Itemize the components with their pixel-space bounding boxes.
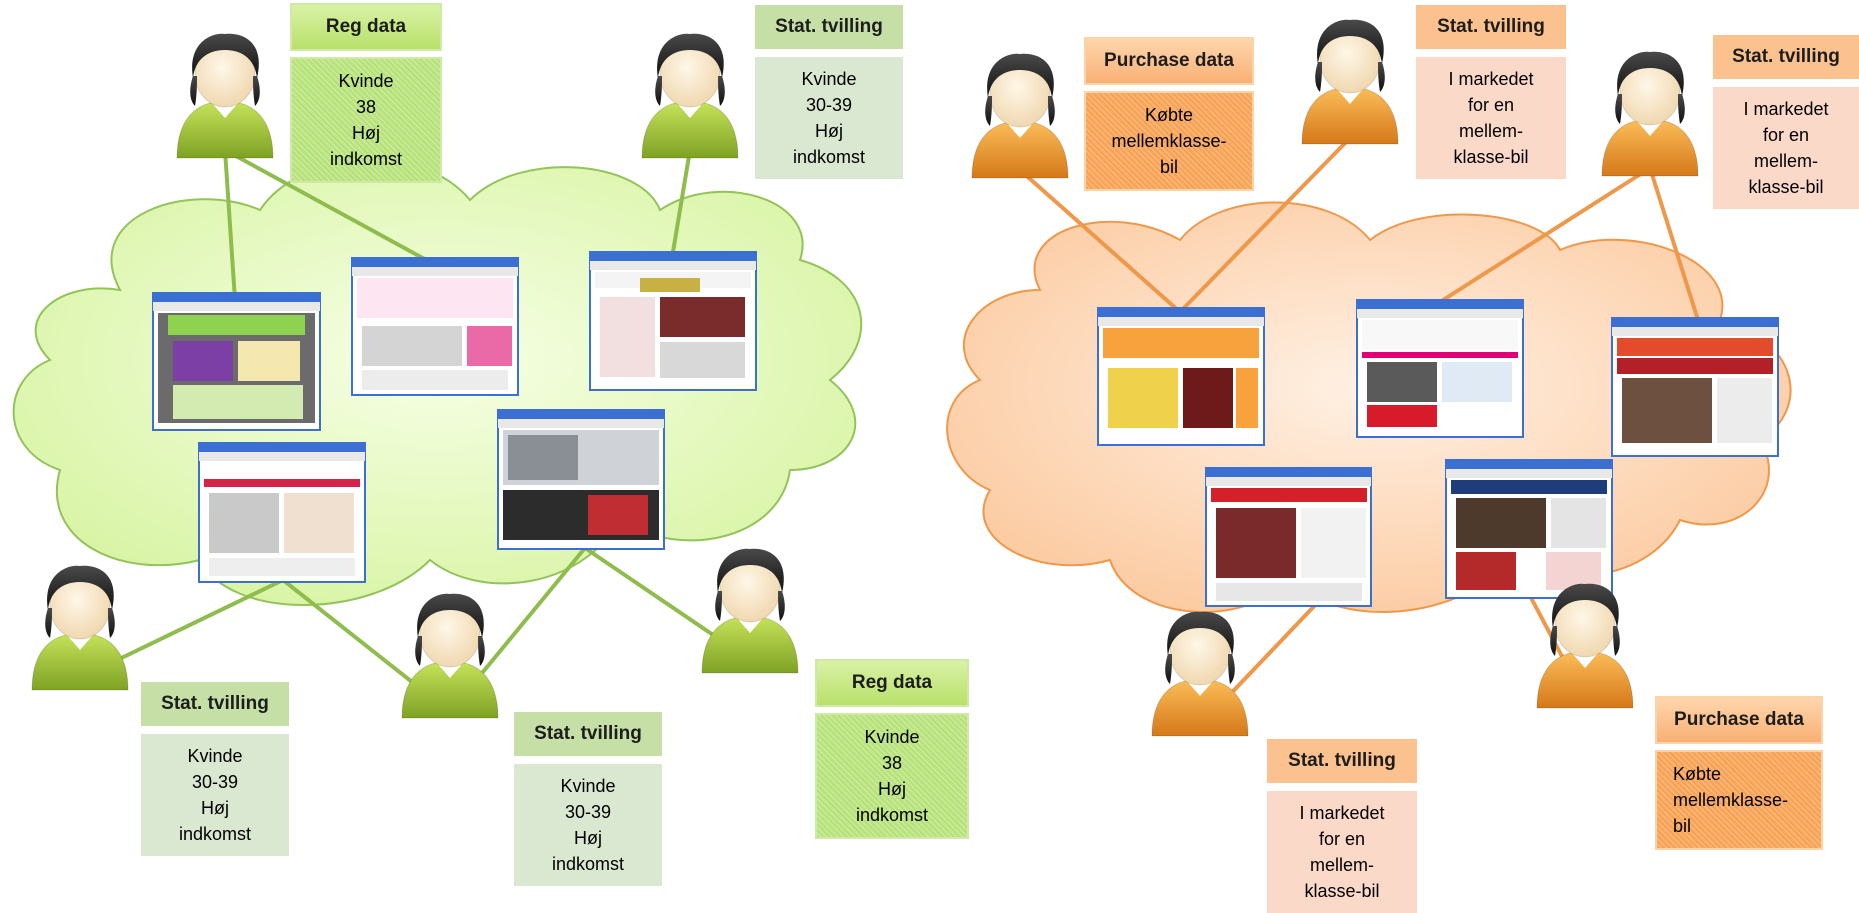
label-line: Kvinde bbox=[187, 746, 243, 766]
website-thumbnails-right bbox=[1097, 299, 1779, 607]
website-thumbnail bbox=[1356, 299, 1524, 438]
website-thumbnail bbox=[351, 257, 519, 396]
website-thumbnails-left bbox=[152, 251, 757, 583]
label-body: Kvinde 30-39 Høj indkomst bbox=[514, 764, 662, 886]
person-icon bbox=[31, 565, 129, 691]
persons bbox=[31, 19, 1699, 737]
label-line: indkomst bbox=[329, 149, 403, 169]
website-thumbnail bbox=[589, 251, 757, 391]
label-line: Købte bbox=[1144, 105, 1194, 125]
label-line: Høj bbox=[815, 121, 843, 141]
person-icon bbox=[1601, 51, 1699, 177]
label-line: I markedet bbox=[1743, 99, 1829, 119]
label-purchase-data: Purchase data Købte mellemklasse- bil bbox=[1655, 696, 1823, 850]
label-title: Stat. tvilling bbox=[141, 682, 289, 726]
label-line: for en bbox=[1467, 95, 1515, 115]
label-title: Stat. tvilling bbox=[1267, 739, 1417, 783]
label-body: I markedet for en mellem- klasse-bil bbox=[1416, 57, 1566, 179]
website-thumbnail bbox=[497, 409, 665, 550]
person-icon bbox=[641, 33, 739, 159]
label-line: indkomst bbox=[855, 805, 929, 825]
label-body: Kvinde 38 Høj indkomst bbox=[290, 57, 442, 183]
label-line: 30-39 bbox=[805, 95, 853, 115]
label-line: indkomst bbox=[551, 854, 625, 874]
label-line: indkomst bbox=[792, 147, 866, 167]
label-title: Purchase data bbox=[1084, 37, 1254, 85]
website-thumbnail bbox=[1097, 307, 1265, 446]
label-line: indkomst bbox=[178, 824, 252, 844]
label-line: for en bbox=[1762, 125, 1810, 145]
label-line: klasse-bil bbox=[1453, 147, 1529, 167]
label-line: Høj bbox=[878, 779, 906, 799]
label-body: Købte mellemklasse- bil bbox=[1655, 750, 1823, 850]
label-title: Stat. tvilling bbox=[1713, 35, 1859, 79]
label-reg-data: Reg data Kvinde 38 Høj indkomst bbox=[815, 659, 969, 839]
label-line: mellemklasse- bbox=[1111, 131, 1227, 151]
label-body: Kvinde 38 Høj indkomst bbox=[815, 713, 969, 839]
person-icon bbox=[971, 53, 1069, 179]
label-line: 30-39 bbox=[191, 772, 239, 792]
website-thumbnail bbox=[1205, 467, 1372, 607]
label-title: Purchase data bbox=[1655, 696, 1823, 744]
website-thumbnail bbox=[152, 292, 321, 431]
label-purchase-data: Purchase data Købte mellemklasse- bil bbox=[1084, 37, 1254, 191]
label-body: I markedet for en mellem- klasse-bil bbox=[1267, 791, 1417, 913]
label-body: I markedet for en mellem- klasse-bil bbox=[1713, 87, 1859, 209]
person-icon bbox=[176, 33, 274, 159]
label-line: mellemklasse- bbox=[1673, 790, 1789, 810]
label-line: bil bbox=[1159, 157, 1178, 177]
label-body: Kvinde 30-39 Høj indkomst bbox=[141, 734, 289, 856]
label-line: 38 bbox=[881, 753, 903, 773]
website-thumbnail bbox=[1445, 459, 1613, 599]
label-line: Købte bbox=[1673, 764, 1722, 784]
person-icon bbox=[1301, 19, 1399, 145]
label-title: Reg data bbox=[290, 3, 442, 51]
label-line: 38 bbox=[355, 97, 377, 117]
label-line: klasse-bil bbox=[1748, 177, 1824, 197]
label-stat-tvilling: Stat. tvilling I markedet for en mellem-… bbox=[1713, 35, 1859, 209]
label-body: Kvinde 30-39 Høj indkomst bbox=[755, 57, 903, 179]
label-title: Stat. tvilling bbox=[514, 712, 662, 756]
label-stat-tvilling: Stat. tvilling I markedet for en mellem-… bbox=[1267, 739, 1417, 913]
label-line: 30-39 bbox=[564, 802, 612, 822]
label-line: bil bbox=[1673, 816, 1692, 836]
label-stat-tvilling: Stat. tvilling Kvinde 30-39 Høj indkomst bbox=[141, 682, 289, 856]
label-line: mellem- bbox=[1458, 121, 1523, 141]
label-line: klasse-bil bbox=[1304, 881, 1380, 901]
label-body: Købte mellemklasse- bil bbox=[1084, 91, 1254, 191]
label-line: Høj bbox=[201, 798, 229, 818]
website-thumbnail bbox=[198, 442, 366, 583]
label-stat-tvilling: Stat. tvilling Kvinde 30-39 Høj indkomst bbox=[755, 5, 903, 179]
label-line: Høj bbox=[352, 123, 380, 143]
label-line: Kvinde bbox=[801, 69, 857, 89]
label-line: I markedet bbox=[1448, 69, 1534, 89]
label-title: Reg data bbox=[815, 659, 969, 707]
label-reg-data: Reg data Kvinde 38 Høj indkomst bbox=[290, 3, 442, 183]
label-stat-tvilling: Stat. tvilling I markedet for en mellem-… bbox=[1416, 5, 1566, 179]
website-thumbnail bbox=[1611, 317, 1779, 457]
label-title: Stat. tvilling bbox=[1416, 5, 1566, 49]
person-icon bbox=[1536, 583, 1634, 709]
label-line: Kvinde bbox=[560, 776, 616, 796]
label-line: for en bbox=[1318, 829, 1366, 849]
label-line: Kvinde bbox=[338, 71, 394, 91]
label-line: mellem- bbox=[1753, 151, 1818, 171]
label-line: mellem- bbox=[1309, 855, 1374, 875]
label-line: I markedet bbox=[1299, 803, 1385, 823]
person-icon bbox=[1151, 611, 1249, 737]
person-icon bbox=[701, 548, 799, 674]
label-stat-tvilling: Stat. tvilling Kvinde 30-39 Høj indkomst bbox=[514, 712, 662, 886]
label-line: Kvinde bbox=[864, 727, 920, 747]
label-title: Stat. tvilling bbox=[755, 5, 903, 49]
label-line: Høj bbox=[574, 828, 602, 848]
person-icon bbox=[401, 593, 499, 719]
